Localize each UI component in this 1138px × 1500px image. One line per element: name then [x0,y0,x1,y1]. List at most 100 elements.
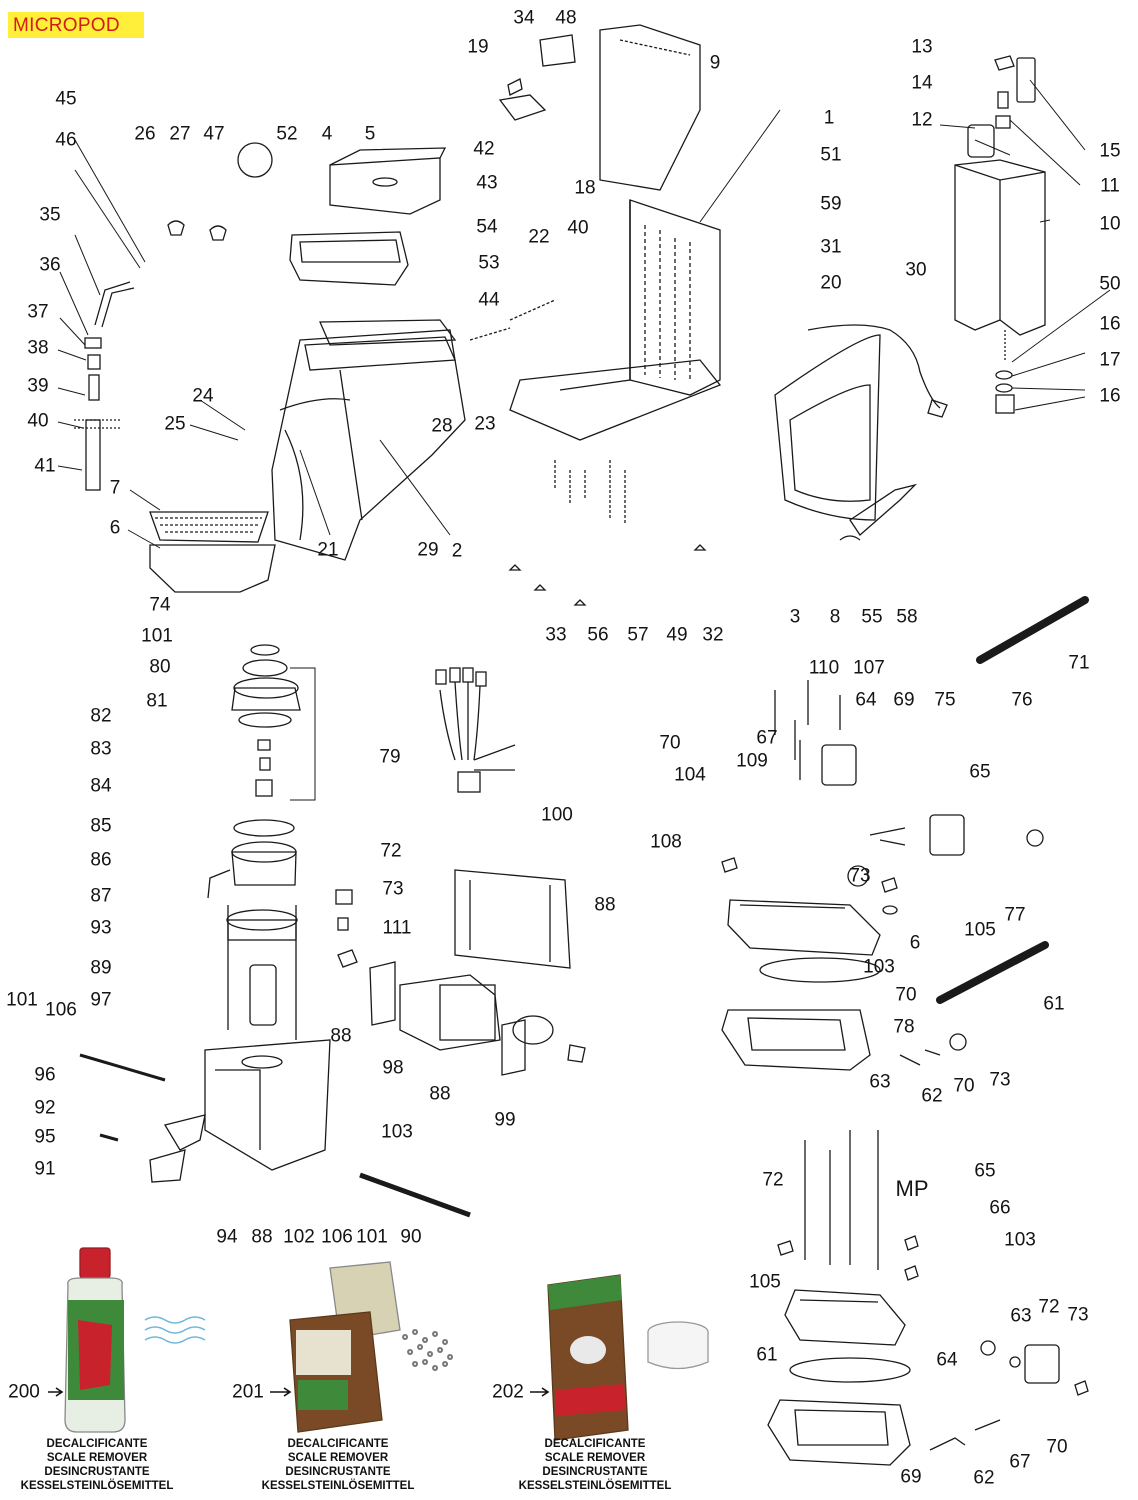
part-number-callout: 35 [39,204,61,226]
part-number-callout: 101 [6,989,38,1011]
part-number-callout: 70 [953,1075,975,1097]
part-number-callout: 32 [702,624,724,646]
caption-line: DESINCRUSTANTE [285,1466,391,1478]
caption-line: DESINCRUSTANTE [44,1466,150,1478]
part-number-callout: 100 [541,804,573,826]
part-number-callout: 28 [431,415,453,437]
part-number-callout: 95 [34,1126,56,1148]
caption-line: KESSELSTEINLÖSEMITTEL [518,1480,672,1492]
part-number-callout: 88 [429,1083,451,1105]
part-number-callout: 98 [382,1057,404,1079]
water-tank-drawing [954,55,1046,414]
part-number-callout: 103 [863,956,895,978]
part-number-callout: 96 [34,1064,56,1086]
part-number-callout: 15 [1099,140,1121,162]
part-number-callout: 53 [478,252,500,274]
part-number-callout: 86 [90,849,112,871]
part-number-callout: 90 [400,1226,422,1248]
part-number-callout: 8 [829,606,841,628]
part-number-callout: 58 [896,606,918,628]
part-number-callout: 63 [1010,1305,1032,1327]
part-number-callout: 49 [666,624,688,646]
part-number-callout: 48 [555,7,577,29]
part-number-callout: 73 [1067,1304,1089,1326]
part-number-callout: 61 [1043,993,1065,1015]
caption-line: SCALE REMOVER [287,1452,389,1464]
mp-thermoblock-drawing [767,1130,1089,1466]
part-number-callout: 61 [756,1344,778,1366]
part-number-callout: 10 [1099,213,1121,235]
part-number-callout: 80 [149,656,171,678]
part-number-callout: 40 [567,217,589,239]
part-number-callout: 22 [528,226,550,248]
part-number-callout: 62 [973,1467,995,1489]
part-number-callout: 51 [820,144,842,166]
part-number-callout: 70 [895,984,917,1006]
part-number-callout: 65 [969,761,991,783]
part-number-callout: 109 [736,750,768,772]
product-202-caption: DECALCIFICANTE SCALE REMOVER DESINCRUSTA… [495,1437,695,1493]
product-illustrations [48,1247,709,1441]
part-number-callout: 69 [900,1466,922,1488]
pump-drawing [335,869,586,1076]
part-number-callout: 57 [627,624,649,646]
part-number-callout: 91 [34,1158,56,1180]
mp-section-label: MP [895,1176,929,1201]
product-201-caption: DECALCIFICANTE SCALE REMOVER DESINCRUSTA… [238,1437,438,1493]
part-number-callout: 70 [1046,1436,1068,1458]
part-number-callout: 74 [149,594,171,616]
part-number-callout: 31 [820,236,842,258]
part-number-callout: 59 [820,193,842,215]
part-number-callout: 102 [283,1226,315,1248]
part-number-callout: 54 [476,216,498,238]
part-number-callout: 9 [709,52,721,74]
caption-line: DECALCIFICANTE [287,1438,389,1450]
part-number-callout: 104 [674,764,706,786]
part-number-callout: 78 [893,1016,915,1038]
part-number-callout: 106 [321,1226,353,1248]
part-number-callout: 41 [34,455,56,477]
part-number-callout: 25 [164,413,186,435]
part-number-callout: 65 [974,1160,996,1182]
part-number-callout: 73 [849,865,871,887]
part-number-callout: 16 [1099,313,1121,335]
part-number-callout: 93 [90,917,112,939]
product-202-number: 202 [492,1381,524,1403]
part-number-callout: 38 [27,337,49,359]
part-number-callout: 11 [1100,175,1120,197]
part-number-callout: 103 [1004,1229,1036,1251]
part-number-callout: 55 [861,606,883,628]
part-number-callout: 77 [1004,904,1026,926]
part-number-callout: 111 [382,917,412,939]
part-number-callout: 47 [203,123,225,145]
part-number-callout: 23 [474,413,496,435]
machine-body-drawing [74,24,948,606]
diagram-title: MICROPOD [13,15,120,36]
part-number-callout: 110 [808,657,840,679]
part-number-callout: 88 [594,894,616,916]
part-number-callout: 69 [893,689,915,711]
part-number-callout: 81 [146,690,168,712]
part-number-callout: 75 [934,689,956,711]
part-number-callout: 17 [1099,349,1121,371]
part-number-callout: 62 [921,1085,943,1107]
part-number-callout: 16 [1099,385,1121,407]
part-number-callout: 72 [762,1169,784,1191]
part-number-callout: 103 [381,1121,413,1143]
brew-group-drawing [79,644,471,1218]
caption-line: SCALE REMOVER [544,1452,646,1464]
part-number-callout: 27 [169,123,191,145]
part-number-callout: 13 [911,36,933,58]
part-number-callout: 88 [251,1226,273,1248]
part-number-callout: 45 [55,88,77,110]
part-number-callout: 44 [478,289,500,311]
leader-lines [57,79,1111,549]
part-number-callout: 19 [467,36,489,58]
part-number-callout: 73 [989,1069,1011,1091]
part-number-callout: 52 [276,123,298,145]
caption-line: DECALCIFICANTE [544,1438,646,1450]
part-number-callout: 14 [911,72,933,94]
part-number-callout: 72 [1038,1296,1060,1318]
